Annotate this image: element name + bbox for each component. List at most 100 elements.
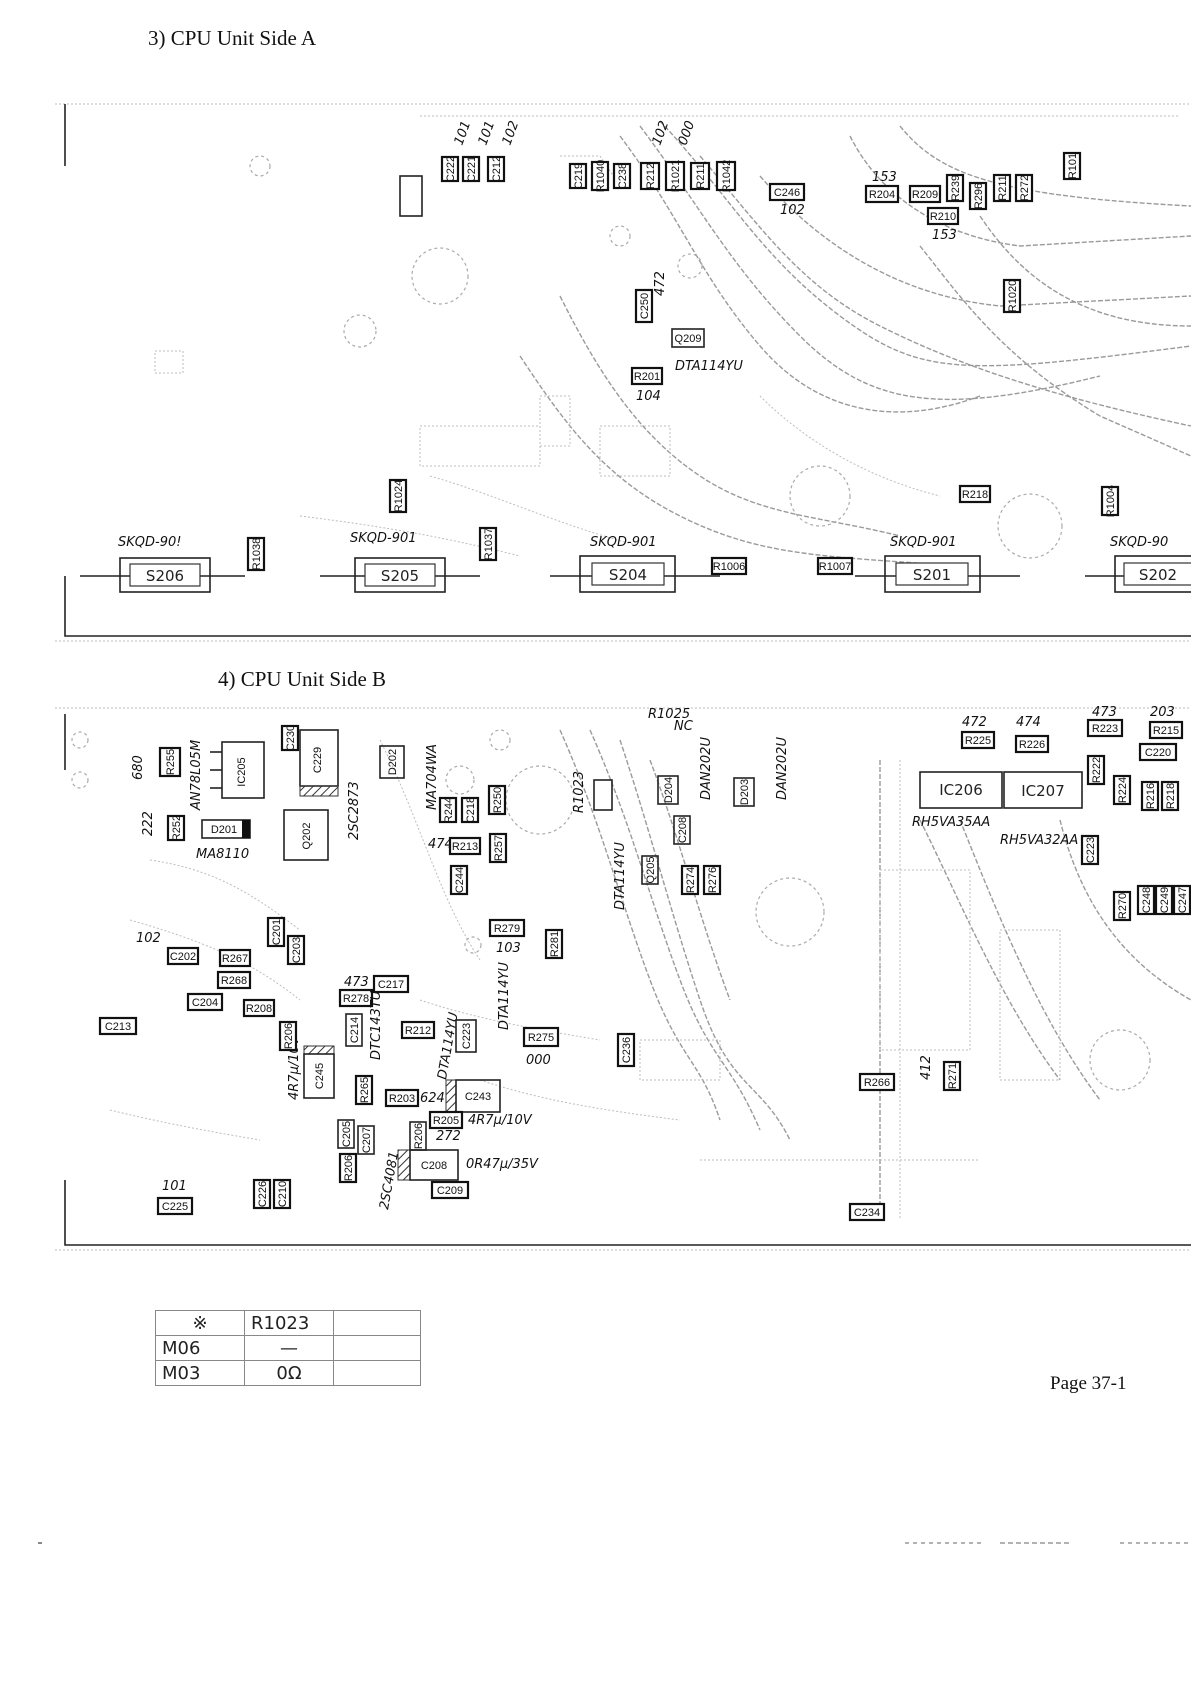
label-203: 203 <box>1150 705 1175 720</box>
svg-text:C229: C229 <box>312 747 324 773</box>
d201: D201 <box>201 819 251 839</box>
table-cell: ※ <box>155 1310 245 1336</box>
r223-pad: R223 <box>1086 718 1124 738</box>
svg-text:C204: C204 <box>192 997 218 1009</box>
r275-pad: R275 <box>522 1026 560 1048</box>
r226-pad: R226 <box>1014 734 1050 754</box>
q209-part: DTA114YU <box>675 359 743 374</box>
svg-text:C243: C243 <box>465 1091 491 1103</box>
r211-pad: R211 <box>689 161 711 191</box>
svg-text:IC206: IC206 <box>939 781 983 799</box>
scan-artifact-dashes <box>38 1542 1190 1544</box>
r216-pad: R216 <box>1140 780 1160 812</box>
variant-reference-table: ※ R1023 M06 — M03 0Ω <box>155 1310 421 1386</box>
svg-text:R218: R218 <box>1165 783 1177 809</box>
label-4r7-10v-b: 4R7μ/10V <box>468 1113 533 1128</box>
r1004-pad: R1004 <box>1100 485 1120 517</box>
svg-text:R252: R252 <box>171 815 183 841</box>
svg-text:C247: C247 <box>1177 887 1189 913</box>
side-b-svg: R255 680 AN78L05M IC205 C230 C229 D202 M… <box>55 705 1191 1251</box>
c244-pad: C244 <box>449 864 469 896</box>
switch-s205: S205 SKQD-901 <box>320 531 480 593</box>
d203-pad: D203 <box>733 777 755 807</box>
c213-pad: C213 <box>98 1016 138 1036</box>
svg-text:R1040: R1040 <box>595 160 607 192</box>
label-2sc2873: 2SC2873 <box>347 781 362 840</box>
svg-text:R244: R244 <box>443 797 455 823</box>
r203-pad: R203 <box>384 1088 420 1108</box>
side-a-heading: 3) CPU Unit Side A <box>148 26 317 50</box>
label-0r47-35v: 0R47μ/35V <box>466 1157 539 1172</box>
switch-s204: S204 SKQD-901 <box>550 535 720 593</box>
c248-pad: C248 <box>1136 884 1156 916</box>
c236-pad: C236 <box>616 1032 636 1068</box>
r1038-pad: R1038 <box>246 536 266 572</box>
r222-pad: R222 <box>1086 754 1106 786</box>
svg-text:Q209: Q209 <box>675 333 702 345</box>
svg-text:R276: R276 <box>707 867 719 893</box>
svg-text:C236: C236 <box>621 1037 633 1063</box>
table-cell <box>333 1335 421 1361</box>
svg-text:S205: S205 <box>381 567 419 585</box>
label-101b: 101 <box>476 119 499 147</box>
r257-pad: R257 <box>488 832 508 864</box>
table-cell: M03 <box>155 1360 245 1386</box>
svg-text:S202: S202 <box>1139 566 1177 584</box>
svg-text:R206: R206 <box>343 1155 355 1181</box>
svg-text:C202: C202 <box>170 951 196 963</box>
svg-text:C238: C238 <box>617 163 629 189</box>
svg-text:C205: C205 <box>341 1121 353 1147</box>
r1020-pad: R1020 <box>1002 278 1022 314</box>
svg-text:C226: C226 <box>257 1181 269 1207</box>
r209-pad: R209 <box>908 184 942 204</box>
label-153b: 153 <box>932 228 957 243</box>
svg-text:R203: R203 <box>389 1093 415 1105</box>
svg-text:R1020: R1020 <box>1007 280 1019 312</box>
r206c-pad: R206 <box>338 1152 358 1184</box>
svg-text:R266: R266 <box>864 1077 890 1089</box>
svg-text:Q202: Q202 <box>301 823 313 850</box>
label-ma704wa: MA704WA <box>425 744 440 810</box>
r1007-pad: R1007 <box>816 556 854 576</box>
ic205: IC205 <box>210 741 265 799</box>
c202-pad: C202 <box>166 946 200 966</box>
r267-pad: R267 <box>218 948 252 968</box>
r255-pad: R255 <box>158 746 182 778</box>
r276-pad: R276 <box>702 864 722 896</box>
r224-pad: R224 <box>1112 774 1132 806</box>
c203-pad: C203 <box>286 934 306 966</box>
svg-text:R281: R281 <box>549 931 561 957</box>
svg-text:C248: C248 <box>1141 887 1153 913</box>
svg-text:D201: D201 <box>211 824 237 836</box>
c205-pad: C205 <box>337 1119 355 1149</box>
side-a-traces <box>154 115 1191 567</box>
svg-text:C203: C203 <box>291 937 303 963</box>
table-row: M06 — <box>155 1335 421 1361</box>
svg-text:R205: R205 <box>433 1115 459 1127</box>
ic206: IC206 <box>919 771 1003 809</box>
svg-text:R279: R279 <box>494 923 520 935</box>
c204-pad: C204 <box>186 992 224 1012</box>
svg-text:R224: R224 <box>1117 777 1129 803</box>
label-222: 222 <box>141 811 156 836</box>
r210-pad: R210 <box>926 206 960 226</box>
d202-pad: D202 <box>379 745 405 779</box>
r201-pad: R201 <box>630 366 664 386</box>
label-dta114yu-c: DTA114YU <box>497 962 512 1030</box>
svg-text:R267: R267 <box>222 953 248 965</box>
c223b-pad: C223 <box>455 1019 477 1053</box>
svg-text:R1004: R1004 <box>1105 485 1117 517</box>
r244-pad: R244 <box>438 797 458 823</box>
svg-text:R210: R210 <box>930 211 956 223</box>
c209-pad: C209 <box>430 1180 470 1200</box>
svg-text:R268: R268 <box>221 975 247 987</box>
r252-pad: R252 <box>166 815 186 841</box>
c234-pad: C234 <box>848 1202 886 1222</box>
c223-pad: C223 <box>1080 834 1100 866</box>
cpu-unit-side-b-board: R255 680 AN78L05M IC205 C230 C229 D202 M… <box>0 700 1191 1253</box>
svg-text:C220: C220 <box>1145 747 1171 759</box>
svg-text:R206: R206 <box>283 1023 295 1049</box>
label-an78l05m: AN78L05M <box>189 740 204 811</box>
label-dta114yu-a: DTA114YU <box>613 842 628 910</box>
r278-pad: R278 <box>338 988 374 1008</box>
